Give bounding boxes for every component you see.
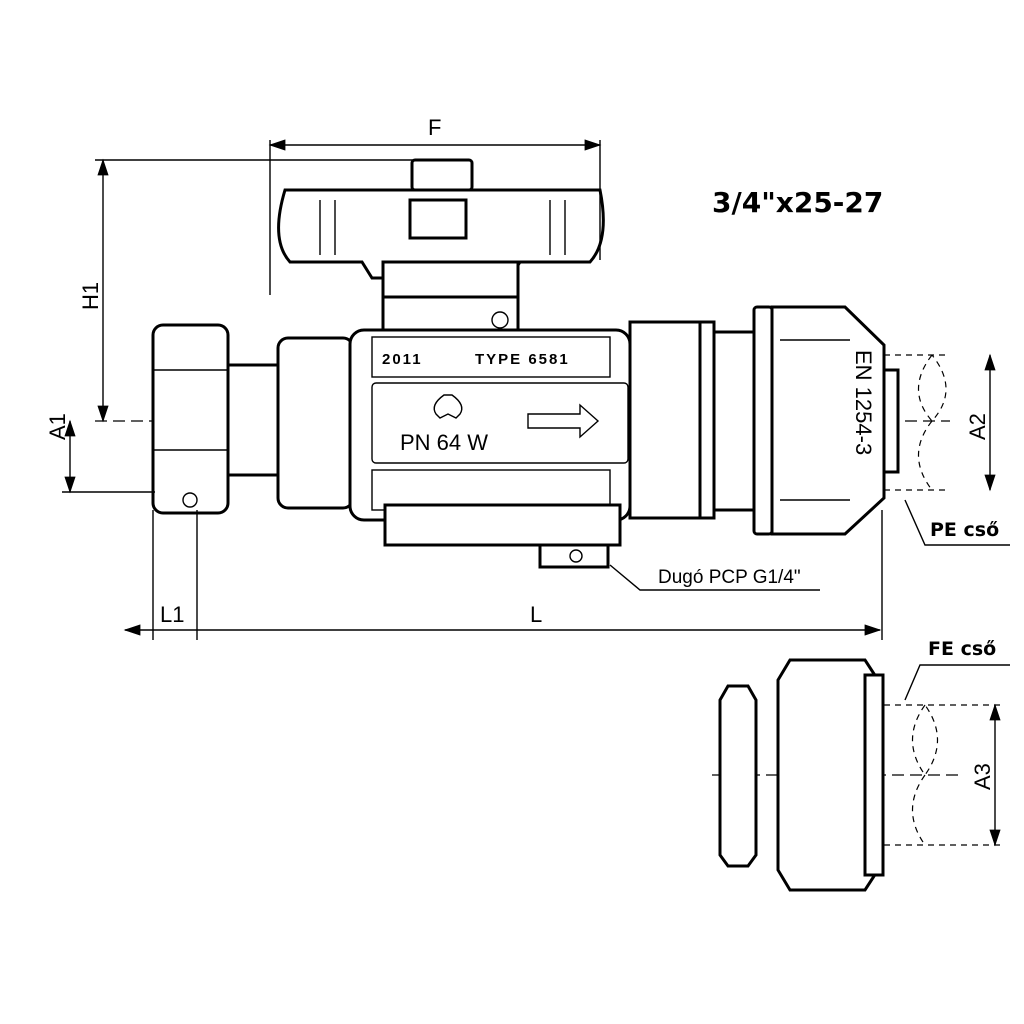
butterfly-handle [277, 158, 605, 339]
callout-plug: Dugó PCP G1/4" [658, 567, 801, 588]
compression-nut [752, 305, 950, 536]
dimension-lines [62, 139, 1010, 847]
marking-pressure: PN 64 W [400, 430, 488, 455]
size-title: 3/4"x25-27 [712, 186, 883, 219]
valve-body [276, 320, 756, 569]
dim-A2: A2 [965, 413, 990, 440]
dim-H1: H1 [78, 282, 103, 310]
marking-standard: EN 1254-3 [851, 350, 876, 455]
callout-fe-pipe: FE cső [928, 638, 996, 660]
dim-L: L [530, 602, 542, 627]
dim-A1: A1 [45, 413, 70, 440]
dim-F: F [428, 115, 441, 140]
marking-year: 2011 [382, 351, 423, 368]
left-union-nut [151, 323, 280, 515]
dim-L1: L1 [160, 602, 184, 627]
callout-pe-pipe: PE cső [930, 519, 999, 541]
dim-A3: A3 [970, 763, 995, 790]
marking-type: TYPE 6581 [475, 351, 570, 368]
fe-fitting-parts [718, 658, 1000, 892]
